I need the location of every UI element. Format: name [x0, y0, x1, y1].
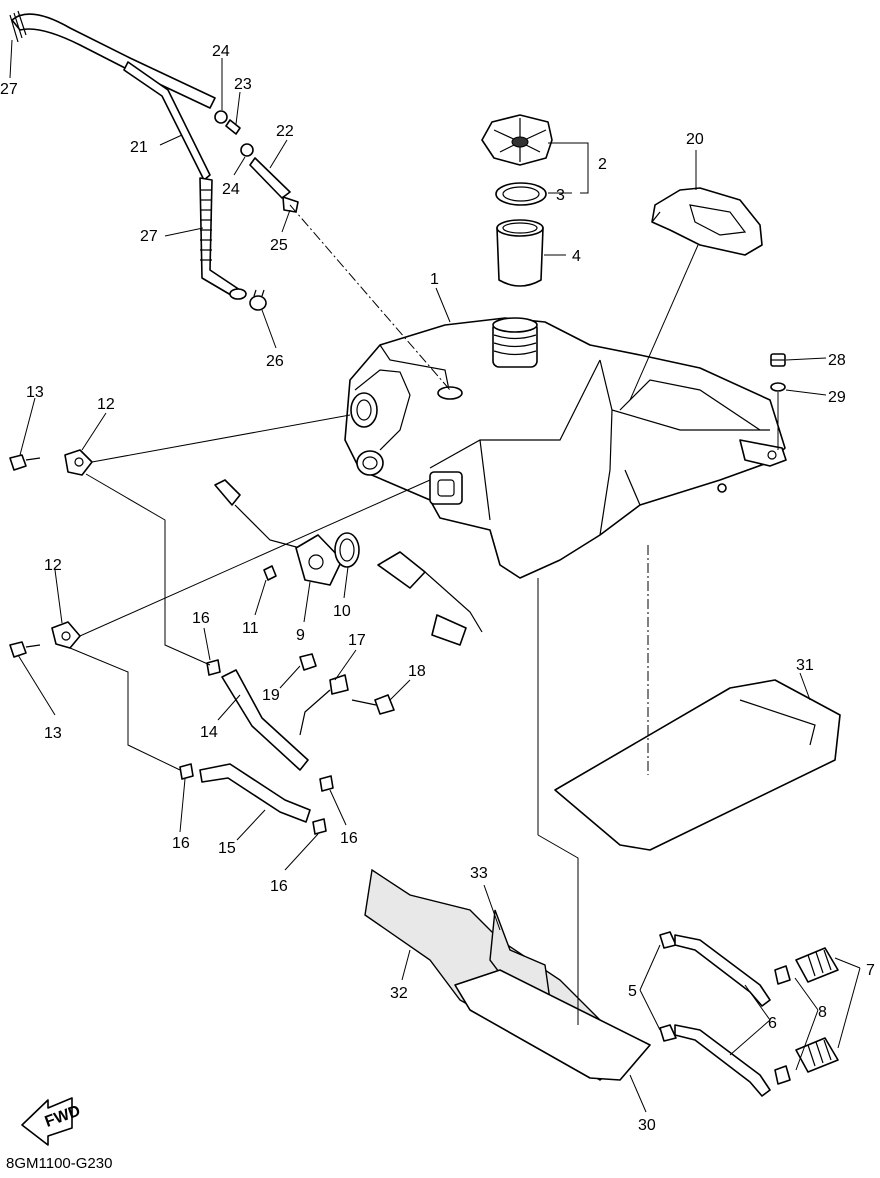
callout-24-a: 24	[212, 43, 230, 60]
breather-hose-system	[9, 10, 267, 311]
callout-12-upper: 12	[97, 396, 115, 413]
callout-labels: 1 2 3 4 5 6 7 8 9 10 11 12 12 13 13 14 1…	[0, 43, 875, 1134]
fuel-strainer	[496, 219, 544, 287]
callout-16-c: 16	[340, 830, 358, 847]
callout-33: 33	[470, 865, 488, 882]
hose-clamp	[319, 775, 334, 792]
callout-11: 11	[242, 620, 259, 637]
callout-6: 6	[768, 1015, 777, 1032]
callout-3: 3	[556, 187, 565, 204]
fuel-cap	[481, 114, 553, 166]
clip	[329, 674, 349, 695]
callout-19: 19	[262, 687, 280, 704]
callout-20: 20	[686, 131, 704, 148]
callout-16-b: 16	[172, 835, 190, 852]
callout-15: 15	[218, 840, 236, 857]
fuel-pipe-lower	[199, 763, 311, 823]
callout-1: 1	[430, 271, 439, 288]
callout-31: 31	[796, 657, 814, 674]
callout-23: 23	[234, 76, 252, 93]
callout-27-b: 27	[140, 228, 158, 245]
callout-10: 10	[333, 603, 351, 620]
callout-17: 17	[348, 632, 366, 649]
callout-13-upper: 13	[26, 384, 44, 401]
breather-joints	[214, 110, 299, 213]
fuel-tank	[344, 317, 787, 579]
diagram-code: 8GM1100-G230	[6, 1155, 112, 1172]
callout-22: 22	[276, 123, 294, 140]
callout-25: 25	[270, 237, 288, 254]
nut	[770, 353, 786, 367]
hose-clamp	[179, 763, 194, 780]
callout-2: 2	[598, 156, 607, 173]
drain-hose-set	[659, 931, 839, 1097]
screw-lower	[9, 641, 41, 658]
callout-14: 14	[200, 724, 218, 741]
callout-24-b: 24	[222, 181, 240, 198]
callout-12-lower: 12	[44, 557, 62, 574]
callout-27-a: 27	[0, 81, 18, 98]
callout-13-lower: 13	[44, 725, 62, 742]
callout-7: 7	[866, 962, 875, 979]
callout-28: 28	[828, 352, 846, 369]
callout-leaders	[9, 39, 861, 1113]
washer	[770, 382, 786, 392]
callout-26: 26	[266, 353, 284, 370]
fuel-pipe-upper	[221, 669, 309, 771]
callout-21: 21	[130, 139, 148, 156]
callout-5: 5	[628, 983, 637, 1000]
callout-16-a: 16	[192, 610, 210, 627]
callout-30: 30	[638, 1117, 656, 1134]
callout-9: 9	[296, 627, 305, 644]
fuel-cock-upper	[64, 449, 93, 476]
callout-29: 29	[828, 389, 846, 406]
heat-protector-bottom	[454, 969, 651, 1081]
hose-clamp	[206, 659, 221, 676]
tank-rubber-mount	[651, 187, 763, 256]
nut	[299, 653, 317, 671]
callout-18: 18	[408, 663, 426, 680]
callout-16-d: 16	[270, 878, 288, 895]
callout-8: 8	[818, 1004, 827, 1021]
fuel-cock-lower	[51, 621, 81, 649]
forward-direction-arrow: FWD	[21, 1097, 83, 1146]
fuel-sender-unit	[214, 479, 483, 646]
bolt	[374, 694, 395, 715]
callout-4: 4	[572, 248, 581, 265]
callout-32: 32	[390, 985, 408, 1002]
screw-upper	[9, 454, 41, 471]
hose-clamp	[312, 818, 327, 835]
side-cover	[554, 679, 841, 851]
